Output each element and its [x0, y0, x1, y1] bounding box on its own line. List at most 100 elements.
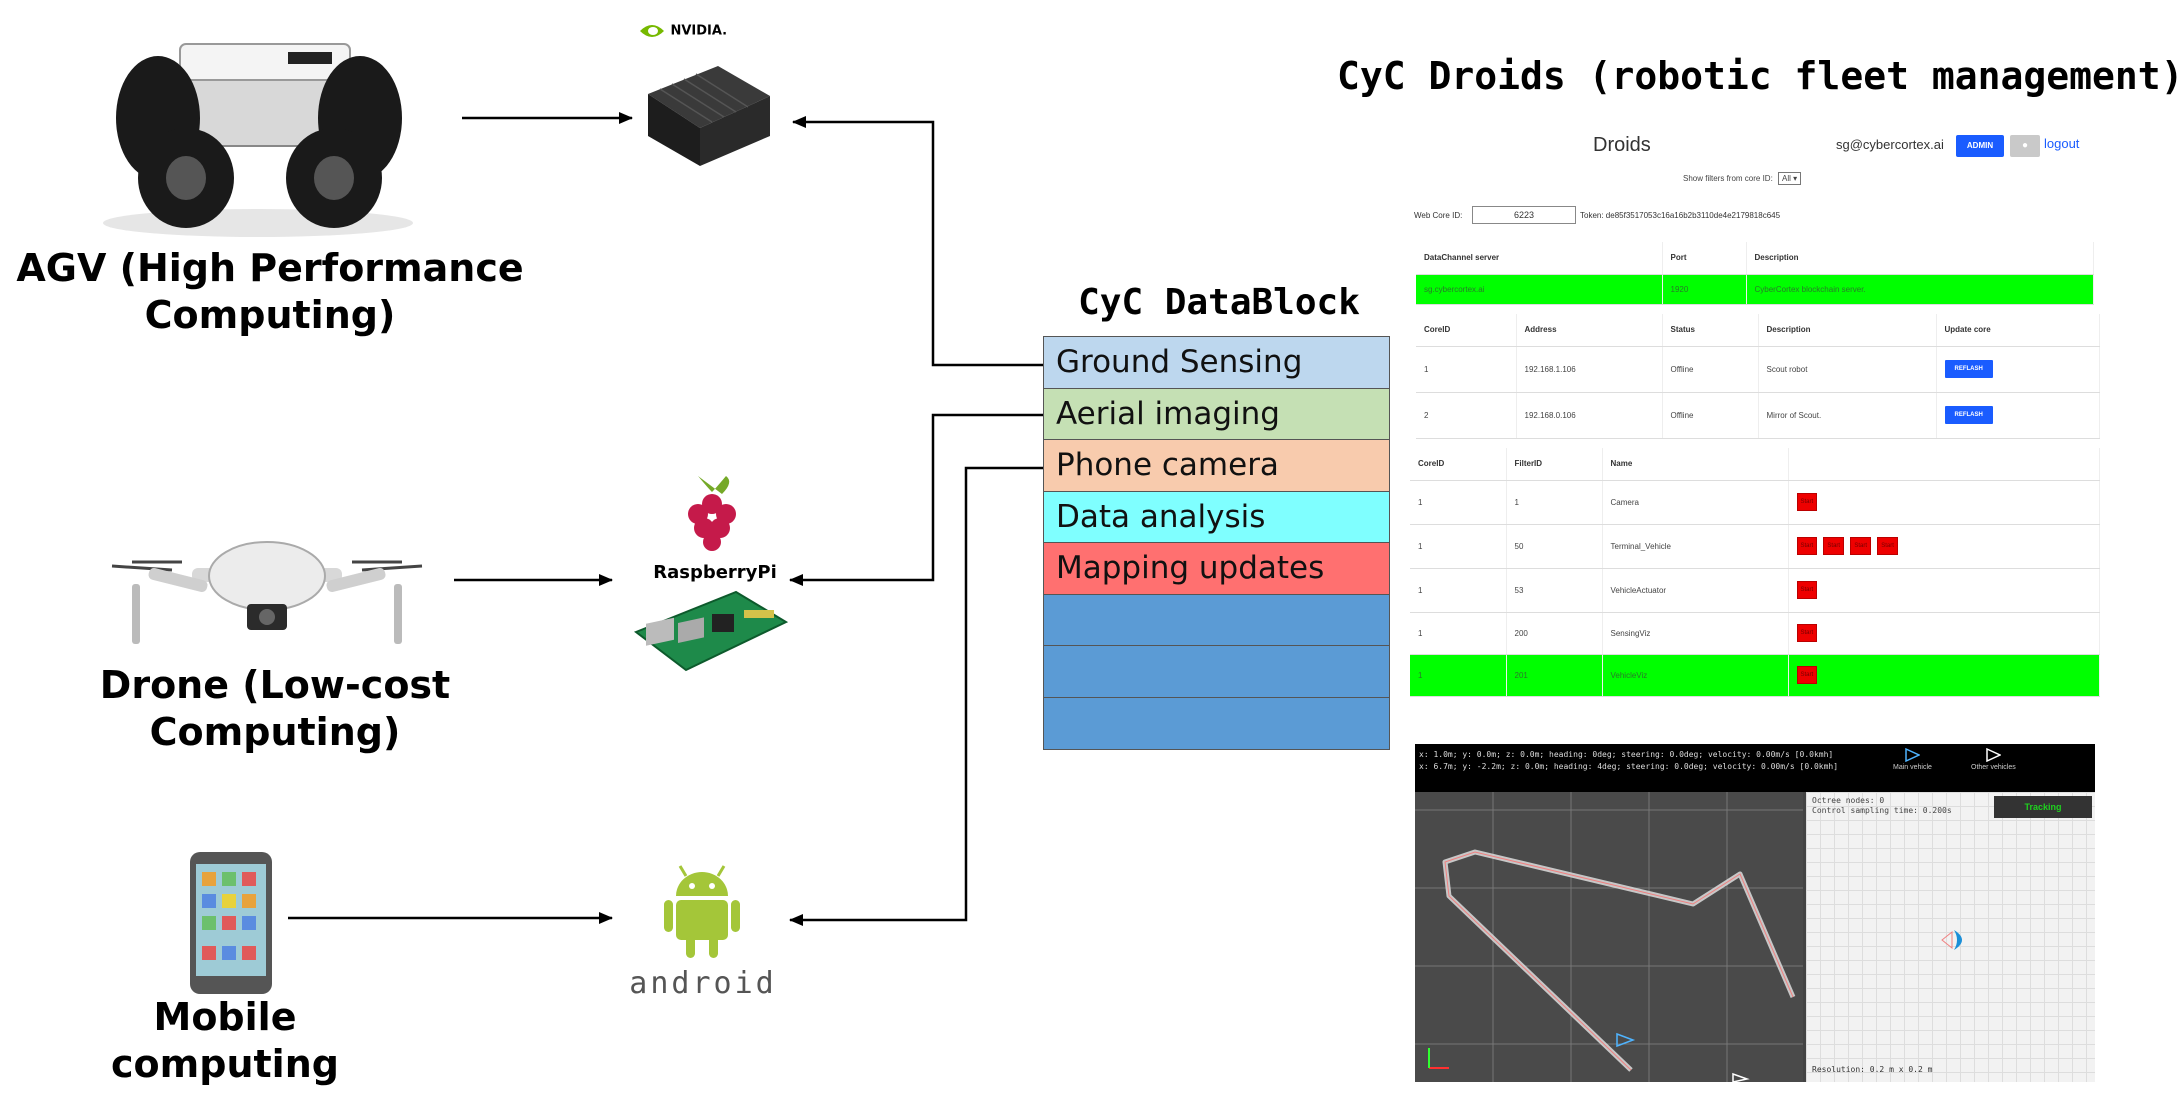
admin-button[interactable]: ADMIN — [1956, 135, 2004, 157]
main-vehicle-legend-label: Main vehicle — [1893, 764, 1932, 771]
datablock-title: CyC DataBlock — [1078, 282, 1360, 323]
mobile-label: Mobile computing — [111, 995, 339, 1086]
viz-status-bar: x: 1.0m; y: 0.0m; z: 0.0m; heading: 0deg… — [1415, 744, 2095, 792]
agv-robot-image — [103, 43, 413, 237]
cores-header-address: Address — [1516, 314, 1663, 347]
core-filter: Show filters from core ID: All ▾ — [1683, 172, 1802, 185]
droids-page-title: Droids — [1593, 134, 1651, 156]
datablock-row — [1044, 594, 1389, 646]
token-text: Token: de85f3517053c16a16b2b3110de4e2179… — [1580, 211, 1781, 220]
phone-camera-to-android-wire — [789, 466, 1043, 926]
tracking-button[interactable]: Tracking — [1994, 796, 2092, 818]
filter-start-button[interactable]: Start — [1796, 537, 1818, 555]
filter-id: 200 — [1506, 612, 1603, 655]
web-core-input[interactable]: 6223 — [1472, 206, 1576, 224]
filters-header-name: Name — [1602, 448, 1789, 481]
filter-id: 201 — [1506, 654, 1603, 697]
vehicle-visualization: x: 1.0m; y: 0.0m; z: 0.0m; heading: 0deg… — [1415, 744, 2095, 1082]
android-logo-text: android — [629, 966, 777, 1001]
filter-core-id: 1 — [1410, 654, 1507, 697]
filter-action-button[interactable]: Start — [1850, 537, 1871, 555]
datablock-row: Data analysis — [1044, 491, 1389, 543]
core-id: 2 — [1416, 392, 1517, 439]
filters-header-filterid: FilterID — [1506, 448, 1603, 481]
filter-name: Camera — [1602, 480, 1789, 525]
triangle-icon — [1905, 747, 1922, 763]
core-description: Mirror of Scout. — [1758, 392, 1937, 439]
core-description: Scout robot — [1758, 346, 1937, 393]
core-filter-select[interactable]: All ▾ — [1778, 172, 1802, 185]
web-core-label: Web Core ID: — [1414, 211, 1463, 220]
filter-core-id: 1 — [1410, 568, 1507, 613]
axes-icon — [1428, 1048, 1449, 1069]
dc-header-server: DataChannel server — [1416, 242, 1663, 275]
viz-info-text: Octree nodes: 0 Control sampling time: 0… — [1812, 796, 1952, 816]
nvidia-logo: NVIDIA. — [638, 22, 727, 40]
table-row: 1 50 Terminal_Vehicle Start Start Start … — [1410, 524, 2100, 569]
trajectory-path — [1442, 849, 1796, 1072]
raspberry-pi-logo-text: RaspberryPi — [653, 562, 777, 583]
filter-core-id: 1 — [1410, 612, 1507, 655]
sampling-time-text: Control sampling time: 0.200s — [1812, 806, 1952, 815]
reflash-button[interactable]: REFLASH — [1944, 360, 1993, 378]
filter-id: 1 — [1506, 480, 1603, 525]
raspberry-icon — [688, 476, 736, 551]
nvidia-jetson-image — [648, 66, 770, 166]
filter-start-button[interactable]: Start — [1796, 666, 1818, 684]
cores-header-coreid: CoreID — [1416, 314, 1517, 347]
core-filter-label: Show filters from core ID: — [1683, 174, 1773, 183]
filters-header-actions — [1788, 448, 2100, 481]
cores-header-description: Description — [1758, 314, 1937, 347]
ground-sensing-to-nvidia-wire — [792, 116, 1043, 367]
filter-name: VehicleActuator — [1602, 568, 1789, 613]
core-filter-value: All — [1782, 174, 1791, 183]
main-vehicle-legend: Main vehicle — [1893, 747, 1932, 771]
mobile-phone-image — [190, 852, 272, 994]
table-row: 1 53 VehicleActuator Start — [1410, 568, 2100, 613]
filter-name: VehicleViz — [1602, 654, 1789, 697]
datablock-row: Aerial imaging — [1044, 388, 1389, 440]
filter-name: Terminal_Vehicle — [1602, 524, 1789, 569]
datablock-row: Phone camera — [1044, 440, 1389, 492]
filter-action-button[interactable]: Start — [1877, 537, 1898, 555]
dc-port: 1920 — [1662, 274, 1747, 305]
logout-link[interactable]: logout — [2044, 136, 2080, 151]
droids-web-ui: Droids sg@cybercortex.ai ADMIN ● logout … — [1410, 120, 2100, 700]
dc-description: CyberCortex blockchain server. — [1746, 274, 2094, 305]
filter-core-id: 1 — [1410, 524, 1507, 569]
cores-header-update: Update core — [1936, 314, 2100, 347]
filter-name: SensingViz — [1602, 612, 1789, 655]
grid-map — [1415, 792, 1803, 1082]
other-vehicle-marker — [1732, 1072, 1750, 1082]
agv-label: AGV (High Performance Computing) — [16, 246, 524, 337]
resolution-text: Resolution: 0.2 m x 0.2 m — [1812, 1065, 1933, 1074]
cores-header-status: Status — [1662, 314, 1759, 347]
occupancy-grid-view — [1415, 792, 1803, 1082]
datachannel-table: DataChannel server Port Description sg.c… — [1416, 242, 2094, 305]
gear-icon[interactable]: ● — [2010, 135, 2040, 157]
core-address: 192.168.0.106 — [1516, 392, 1663, 439]
filter-start-button[interactable]: Start — [1796, 624, 1818, 642]
viz-status-line2: x: 6.7m; y: -2.2m; z: 0.0m; heading: 4de… — [1419, 762, 1839, 771]
filter-id: 50 — [1506, 524, 1603, 569]
android-robot-icon — [664, 865, 740, 958]
dc-header-description: Description — [1746, 242, 2094, 275]
table-row: 1 201 VehicleViz Start — [1410, 654, 2100, 697]
filters-header-coreid: CoreID — [1410, 448, 1507, 481]
main-vehicle-marker — [1616, 1032, 1636, 1048]
filter-core-id: 1 — [1410, 480, 1507, 525]
dc-server: sg.cybercortex.ai — [1416, 274, 1663, 305]
datablock-row — [1044, 697, 1389, 749]
reflash-button[interactable]: REFLASH — [1944, 406, 1993, 424]
cores-table: CoreID Address Status Description Update… — [1416, 314, 2100, 439]
datablock-row — [1044, 646, 1389, 698]
datablock-row: Mapping updates — [1044, 543, 1389, 595]
filter-start-button[interactable]: Start — [1796, 493, 1818, 511]
core-status: Offline — [1662, 392, 1759, 439]
filter-start-button[interactable]: Start — [1796, 581, 1818, 599]
datablock-row: Ground Sensing — [1044, 337, 1389, 389]
filter-action-button[interactable]: Start — [1823, 537, 1845, 555]
viz-status-line1: x: 1.0m; y: 0.0m; z: 0.0m; heading: 0deg… — [1419, 750, 1834, 759]
